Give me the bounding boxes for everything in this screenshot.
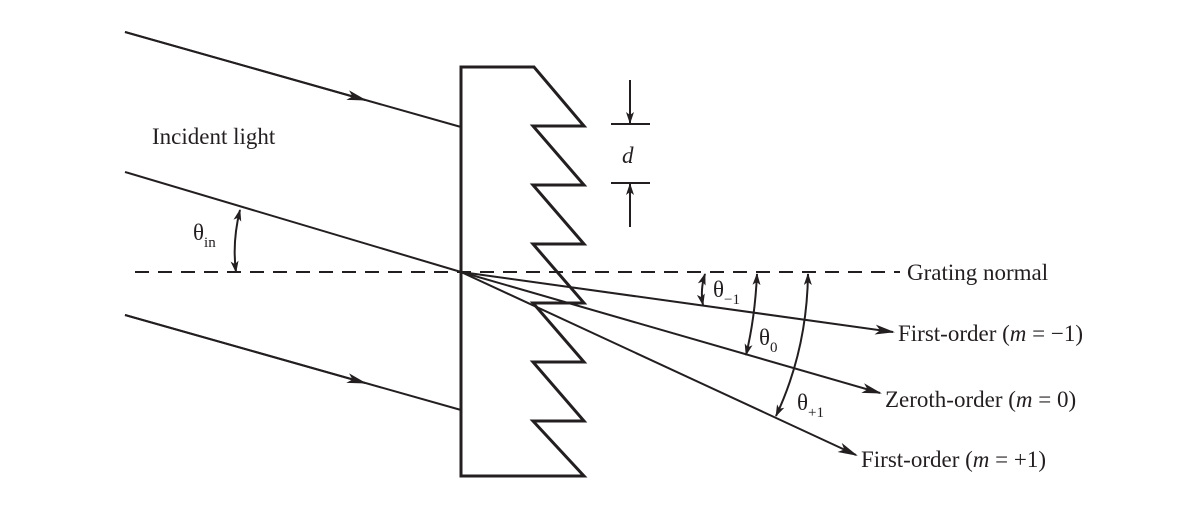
grating-normal-label: Grating normal — [907, 260, 1048, 285]
theta-minus1-label: θ−1 — [713, 277, 740, 308]
incident-light-label: Incident light — [152, 124, 276, 149]
theta-minus1-arc — [696, 273, 706, 306]
theta-0-label: θ0 — [759, 325, 778, 356]
incident-ray-center — [124, 171, 462, 273]
first-order-m-plus1-label: First-order (m = +1) — [861, 447, 1046, 472]
ray-zeroth-order — [460, 271, 882, 394]
theta-plus1-arc — [775, 273, 812, 417]
theta-0-arc — [744, 273, 761, 356]
zeroth-order-label: Zeroth-order (m = 0) — [885, 387, 1076, 412]
theta-plus1-label: θ+1 — [797, 390, 824, 421]
spacing-label: d — [622, 143, 634, 168]
grating-profile — [459, 65, 588, 478]
incident-ray-bottom-arrow — [124, 314, 367, 384]
first-order-m-minus1-label: First-order (m = −1) — [898, 321, 1083, 346]
theta-in-arc — [230, 209, 242, 273]
incident-ray-top-arrow — [124, 31, 367, 101]
ray-first-order-m-plus1 — [460, 271, 858, 456]
ray-first-order-m-minus1 — [460, 271, 895, 335]
theta-in-label: θin — [193, 220, 216, 251]
